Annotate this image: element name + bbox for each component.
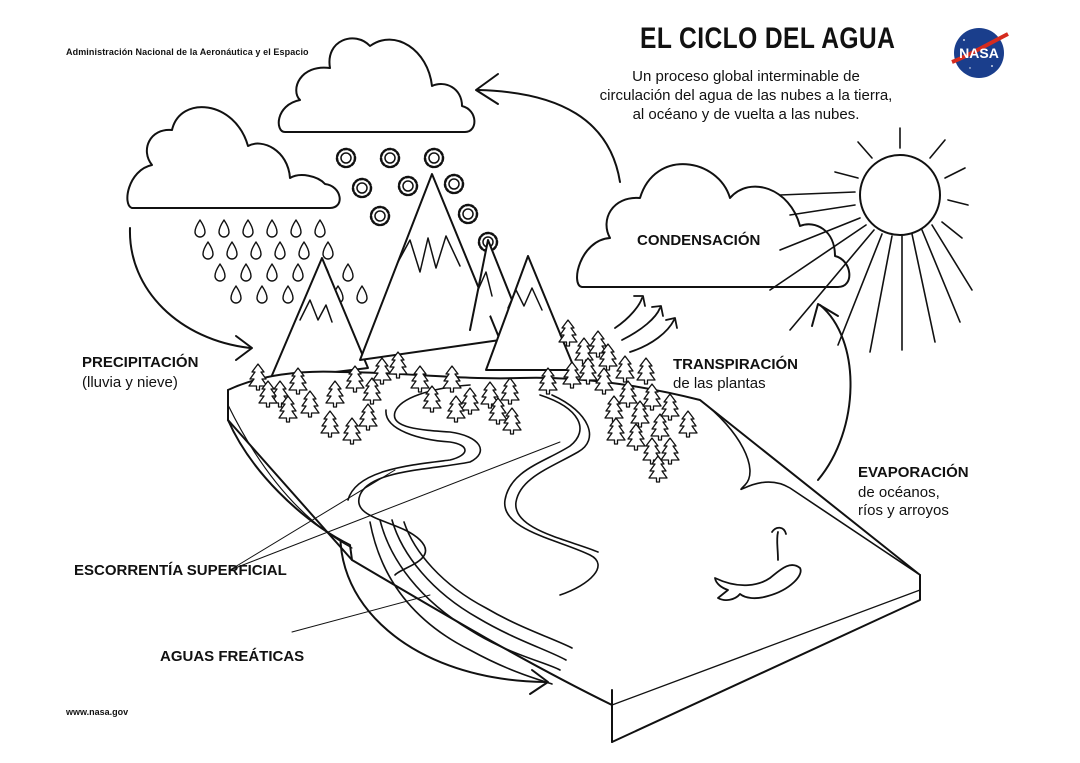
mountains xyxy=(269,173,576,381)
label-precipitation-sub: (lluvia y nieve) xyxy=(82,374,178,391)
label-evaporation-sub2: ríos y arroyos xyxy=(858,502,949,519)
snow-cloud xyxy=(277,37,476,133)
whale xyxy=(714,526,802,601)
footer-url: www.nasa.gov xyxy=(66,707,129,717)
precipitation-arrow xyxy=(128,227,253,361)
page-title: EL CICLO DEL AGUA xyxy=(640,22,896,55)
sun xyxy=(769,127,973,353)
label-evaporation-sub1: de océanos, xyxy=(858,484,940,501)
label-runoff: ESCORRENTÍA SUPERFICIAL xyxy=(74,562,287,579)
land-block xyxy=(227,370,921,743)
evaporation-arrow xyxy=(811,303,852,481)
agency-name: Administración Nacional de la Aeronáutic… xyxy=(66,47,309,57)
groundwater-layers xyxy=(369,519,573,685)
transpiration-arrows xyxy=(614,295,678,353)
nasa-logo-text: NASA xyxy=(959,45,999,61)
label-precipitation: PRECIPITACIÓN xyxy=(82,354,199,371)
label-groundwater: AGUAS FREÁTICAS xyxy=(160,648,305,665)
label-condensation: CONDENSACIÓN xyxy=(637,232,761,249)
condensation-cloud xyxy=(576,163,851,288)
cloud-return-arrow xyxy=(475,73,621,183)
nasa-logo: NASA xyxy=(951,28,1009,78)
label-transpiration-sub: de las plantas xyxy=(673,375,766,392)
page-subtitle: Un proceso global interminable de circul… xyxy=(599,68,893,123)
river xyxy=(347,384,599,596)
leader-lines xyxy=(229,441,561,633)
rain-drops xyxy=(194,219,368,304)
label-transpiration: TRANSPIRACIÓN xyxy=(673,356,799,373)
label-evaporation: EVAPORACIÓN xyxy=(858,464,969,481)
precipitation-cloud xyxy=(126,106,341,209)
